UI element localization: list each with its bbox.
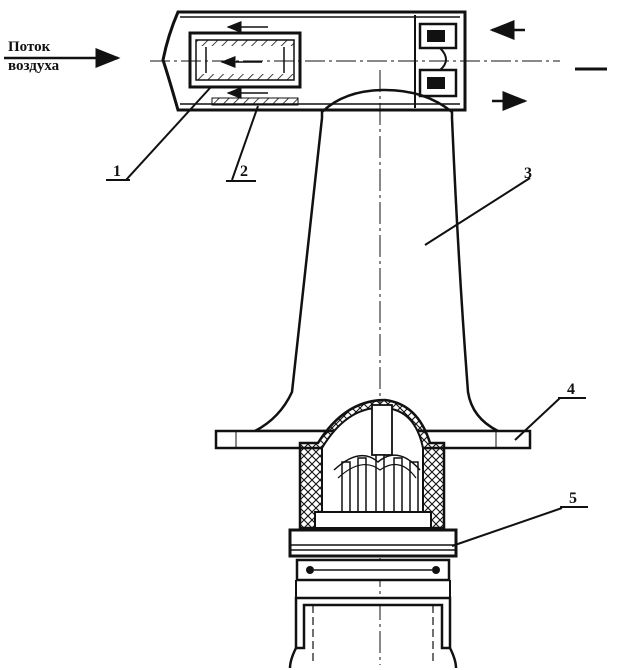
leader-line-2 bbox=[231, 105, 259, 181]
clamp-ring-5 bbox=[288, 528, 458, 582]
leader-line-1 bbox=[125, 87, 211, 181]
connector-body bbox=[298, 398, 446, 530]
inner-element-1 bbox=[188, 31, 302, 89]
bottom-pipe bbox=[288, 580, 458, 669]
callout-3: 3 bbox=[524, 165, 532, 182]
airflow-label-line2: воздуха bbox=[8, 58, 60, 74]
callout-4: 4 bbox=[567, 381, 575, 398]
callout-2: 2 bbox=[240, 163, 248, 180]
leader-line-4 bbox=[514, 397, 561, 441]
callout-5: 5 bbox=[569, 490, 577, 507]
airflow-label-line1: Поток bbox=[8, 39, 51, 55]
leader-line-5 bbox=[451, 507, 563, 547]
top-housing bbox=[161, 10, 467, 112]
hatched-strip-2 bbox=[211, 97, 299, 106]
leader-line-3 bbox=[424, 177, 531, 246]
callout-1: 1 bbox=[113, 163, 121, 180]
tapered-tower-3 bbox=[254, 88, 499, 433]
